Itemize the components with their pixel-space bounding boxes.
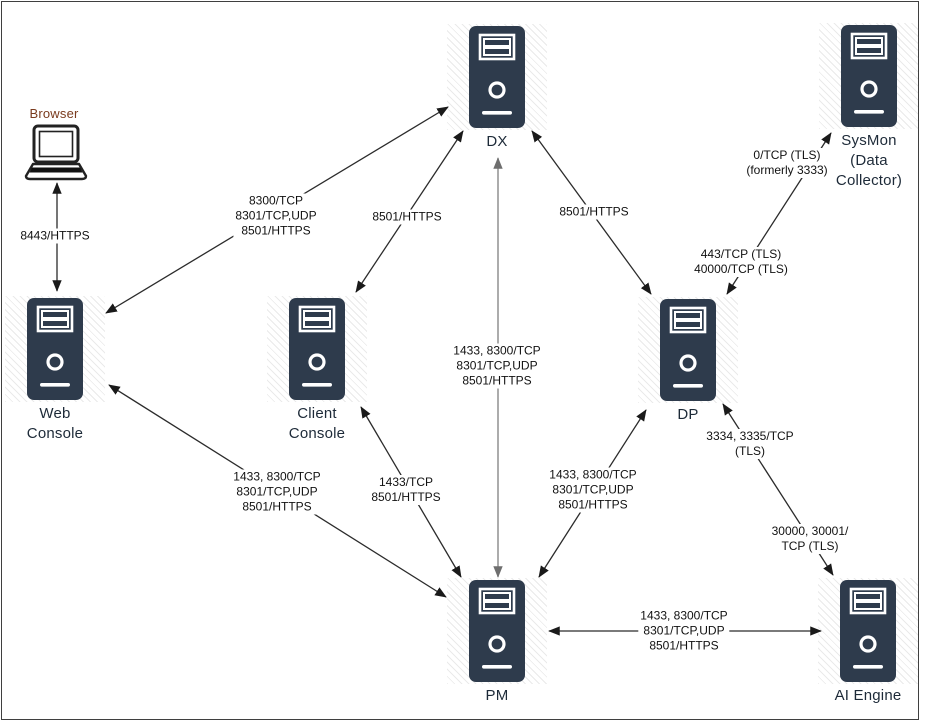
server-icon: [469, 26, 525, 128]
node-pm: [469, 580, 525, 682]
node-label-ai-engine: AI Engine: [834, 687, 902, 704]
node-ai-engine: [840, 580, 896, 682]
server-icon: [469, 580, 525, 682]
server-icon: [841, 25, 897, 127]
laptop-icon: [24, 124, 88, 181]
node-client-console: [289, 298, 345, 400]
node-label-dx: DX: [486, 133, 508, 150]
node-label-browser: Browser: [29, 106, 79, 121]
server-icon: [840, 580, 896, 682]
node-web-console: [27, 298, 83, 400]
node-label-pm: PM: [485, 687, 509, 704]
node-sysmon: [841, 25, 897, 127]
server-icon: [289, 298, 345, 400]
node-dx: [469, 26, 525, 128]
server-icon: [27, 298, 83, 400]
node-browser: [23, 124, 89, 182]
node-label-dp: DP: [677, 406, 699, 423]
server-icon: [660, 299, 716, 401]
node-dp: [660, 299, 716, 401]
